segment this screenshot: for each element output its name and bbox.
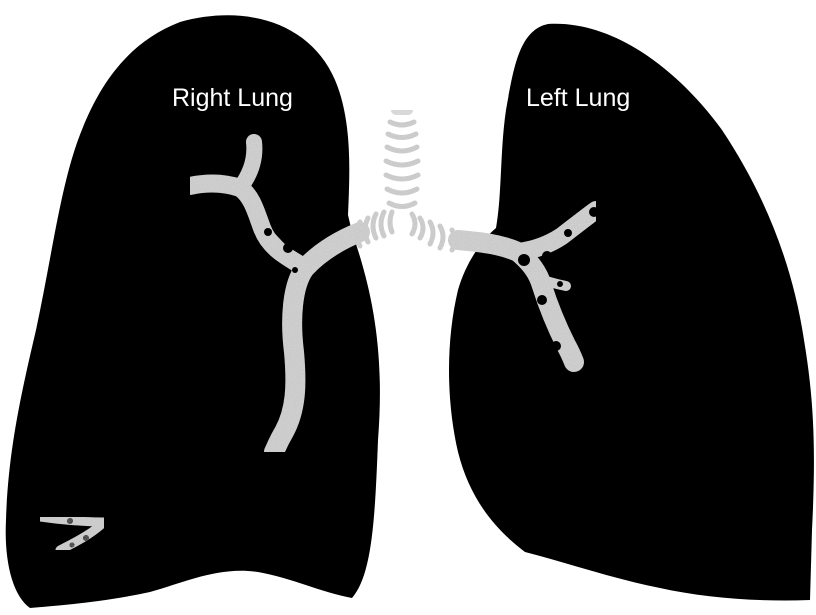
left-lung-label: Left Lung bbox=[526, 86, 630, 111]
left-bronchus-rings bbox=[412, 214, 455, 250]
left-lung-shape bbox=[449, 24, 814, 601]
right-lung-label: Right Lung bbox=[172, 86, 293, 111]
trachea-rings bbox=[386, 122, 418, 207]
